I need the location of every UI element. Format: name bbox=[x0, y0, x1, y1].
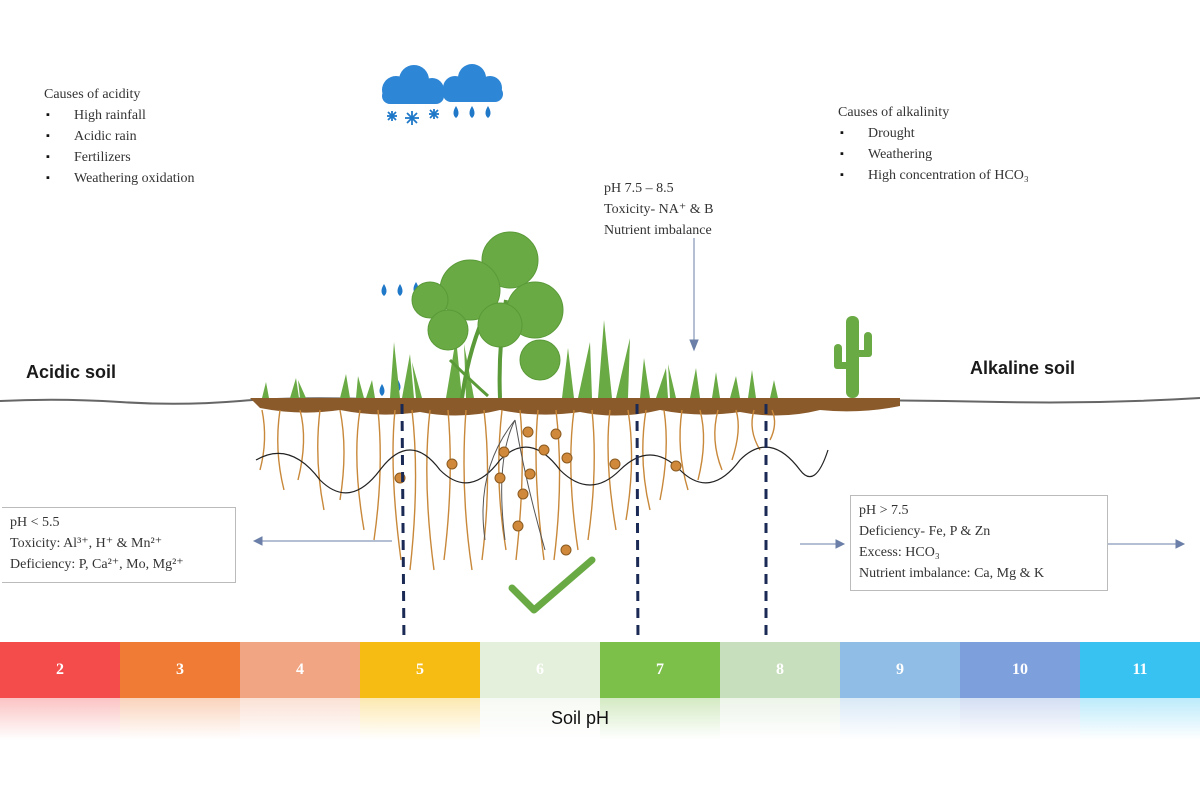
ph-scale-value: 9 bbox=[896, 661, 904, 678]
neutral-note-ph: pH 7.5 – 8.5 bbox=[604, 181, 674, 196]
neutral-note-toxicity: Toxicity- NA⁺ & B bbox=[604, 202, 714, 217]
ph-scale-reflection-cell bbox=[480, 698, 600, 740]
alkalinity-cause-item: Weathering bbox=[838, 144, 1029, 165]
cactus-icon bbox=[834, 316, 872, 398]
ph-scale-value: 7 bbox=[656, 661, 664, 678]
ph-scale-reflection-cell bbox=[720, 698, 840, 740]
plant-roots bbox=[259, 409, 776, 571]
clover-plant-icon bbox=[411, 231, 564, 399]
alkaline-box-ph: pH > 7.5 bbox=[859, 503, 909, 518]
neutral-note-imbalance: Nutrient imbalance bbox=[604, 223, 712, 238]
raindrop-icon bbox=[379, 106, 491, 396]
acidity-cause-item: Acidic rain bbox=[44, 126, 195, 147]
ph-scale-reflection bbox=[0, 698, 1200, 740]
ph-scale-value: 11 bbox=[1132, 661, 1148, 678]
ph-scale-value: 4 bbox=[296, 661, 304, 678]
ph-scale-value: 2 bbox=[56, 661, 64, 678]
ph-scale-cell: 4 bbox=[240, 642, 360, 698]
ph-scale-cell: 8 bbox=[720, 642, 840, 698]
nutrient-particles bbox=[394, 426, 682, 556]
alkalinity-title: Causes of alkalinity bbox=[838, 105, 950, 120]
ph-scale-cell: 2 bbox=[0, 642, 120, 698]
ph-scale-cell: 11 bbox=[1080, 642, 1200, 698]
ph-scale-value: 10 bbox=[1012, 661, 1028, 678]
snowflake-icon bbox=[387, 109, 439, 125]
alkalinity-cause-item: High concentration of HCO₃ bbox=[838, 165, 1029, 186]
ph-scale: 2 3 4 5 6 7 8 9 10 11 bbox=[0, 642, 1200, 698]
ph-scale-value: 5 bbox=[416, 661, 424, 678]
acidity-cause-item: Fertilizers bbox=[44, 147, 195, 168]
soil-layer bbox=[250, 398, 900, 416]
acidic-info-box: pH < 5.5 Toxicity: Al³⁺, H⁺ & Mn²⁺ Defic… bbox=[2, 507, 236, 583]
ph-scale-value: 3 bbox=[176, 661, 184, 678]
ph-scale-reflection-cell bbox=[240, 698, 360, 740]
acidic-box-toxicity: Toxicity: Al³⁺, H⁺ & Mn²⁺ bbox=[10, 536, 163, 551]
ph-scale-title: Soil pH bbox=[550, 708, 610, 728]
acidity-cause-item: High rainfall bbox=[44, 105, 195, 126]
ph-scale-cell: 10 bbox=[960, 642, 1080, 698]
ph-scale-cell: 7 bbox=[600, 642, 720, 698]
alkaline-box-excess: Excess: HCO₃ bbox=[859, 545, 940, 560]
alkaline-info-box: pH > 7.5 Deficiency- Fe, P & Zn Excess: … bbox=[850, 495, 1108, 591]
alkaline-soil-label: Alkaline soil bbox=[970, 358, 1076, 378]
ph-scale-reflection-cell bbox=[360, 698, 480, 740]
ph-scale-value: 8 bbox=[776, 661, 784, 678]
alkalinity-causes-list: Drought Weathering High concentration of… bbox=[838, 123, 1029, 186]
acidic-box-ph: pH < 5.5 bbox=[10, 515, 60, 530]
ph-scale-reflection-cell bbox=[120, 698, 240, 740]
ph-scale-cell: 9 bbox=[840, 642, 960, 698]
acidity-causes-list: High rainfall Acidic rain Fertilizers We… bbox=[44, 105, 195, 189]
ph-scale-cell: 6 bbox=[480, 642, 600, 698]
ph-scale-cell: 3 bbox=[120, 642, 240, 698]
acidity-title: Causes of acidity bbox=[44, 87, 141, 102]
ph-scale-reflection-cell bbox=[1080, 698, 1200, 740]
ph-scale-value: 6 bbox=[536, 661, 544, 678]
grass bbox=[262, 320, 778, 398]
acidity-cause-item: Weathering oxidation bbox=[44, 168, 195, 189]
alkaline-box-imbalance: Nutrient imbalance: Ca, Mg & K bbox=[859, 566, 1045, 581]
neutral-note: pH 7.5 – 8.5 Toxicity- NA⁺ & B Nutrient … bbox=[604, 178, 713, 241]
ph-scale-reflection-cell bbox=[0, 698, 120, 740]
check-mark-icon bbox=[508, 556, 596, 614]
ph-scale-cell: 5 bbox=[360, 642, 480, 698]
ph-scale-reflection-cell bbox=[960, 698, 1080, 740]
acidic-box-deficiency: Deficiency: P, Ca²⁺, Mo, Mg²⁺ bbox=[10, 557, 184, 572]
ph-scale-reflection-cell bbox=[840, 698, 960, 740]
alkalinity-cause-item: Drought bbox=[838, 123, 1029, 144]
alkaline-box-deficiency: Deficiency- Fe, P & Zn bbox=[859, 524, 991, 539]
rain-cloud-icon bbox=[382, 64, 503, 104]
acidic-soil-label: Acidic soil bbox=[26, 362, 117, 382]
ph-scale-reflection-cell bbox=[600, 698, 720, 740]
